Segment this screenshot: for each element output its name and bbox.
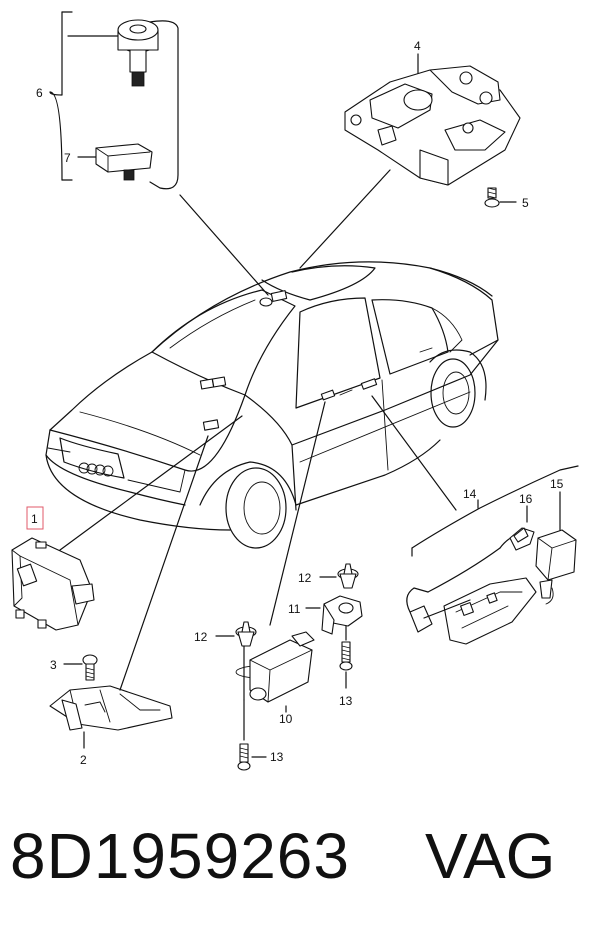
callout-5: 5 bbox=[522, 196, 529, 210]
part-13-screw-lower bbox=[237, 699, 267, 771]
part-15-connector bbox=[535, 491, 577, 605]
callout-16: 16 bbox=[519, 492, 533, 506]
part-7-connector bbox=[77, 143, 269, 296]
car-illustration bbox=[45, 261, 499, 549]
callout-2: 2 bbox=[80, 753, 87, 767]
part-3-screw bbox=[63, 654, 98, 681]
callout-1-highlight bbox=[26, 506, 44, 530]
parts-diagram: 1 2 3 4 5 6 7 10 11 12 12 13 13 14 15 16 bbox=[11, 11, 579, 771]
callout-10: 10 bbox=[279, 712, 293, 726]
part-12-clip-left bbox=[215, 621, 257, 647]
part-16-cable bbox=[499, 505, 535, 551]
part-1-control-module bbox=[11, 415, 243, 631]
part-14-handle-assembly bbox=[371, 395, 579, 645]
part-11-bracket bbox=[305, 595, 363, 635]
callout-7: 7 bbox=[64, 151, 71, 165]
callout-12-right: 12 bbox=[298, 571, 312, 585]
callout-4: 4 bbox=[414, 39, 421, 53]
callout-14: 14 bbox=[463, 487, 477, 501]
part-5-screw bbox=[484, 187, 517, 208]
callout-1: 1 bbox=[31, 512, 38, 526]
callout-11: 11 bbox=[288, 602, 301, 616]
part-4-motor bbox=[299, 53, 521, 269]
callout-15: 15 bbox=[550, 477, 564, 491]
callout-labels: 1 2 3 4 5 6 7 10 11 12 12 13 13 14 15 16 bbox=[26, 39, 564, 767]
audi-logo bbox=[78, 462, 114, 477]
part-number: 8D1959263 bbox=[10, 820, 350, 892]
part-12-clip-right bbox=[319, 563, 359, 589]
callout-6: 6 bbox=[36, 86, 43, 100]
callout-12-left: 12 bbox=[194, 630, 208, 644]
part-6-sensor bbox=[49, 11, 179, 190]
part-10-switch bbox=[235, 401, 326, 713]
callout-13-lower: 13 bbox=[270, 750, 284, 764]
footer: 8D1959263 VAG bbox=[0, 815, 600, 925]
callout-13-upper: 13 bbox=[339, 694, 353, 708]
callout-3: 3 bbox=[50, 658, 57, 672]
part-2-bracket bbox=[49, 435, 209, 749]
brand-label: VAG bbox=[425, 820, 556, 892]
part-13-screw-upper bbox=[339, 625, 353, 689]
